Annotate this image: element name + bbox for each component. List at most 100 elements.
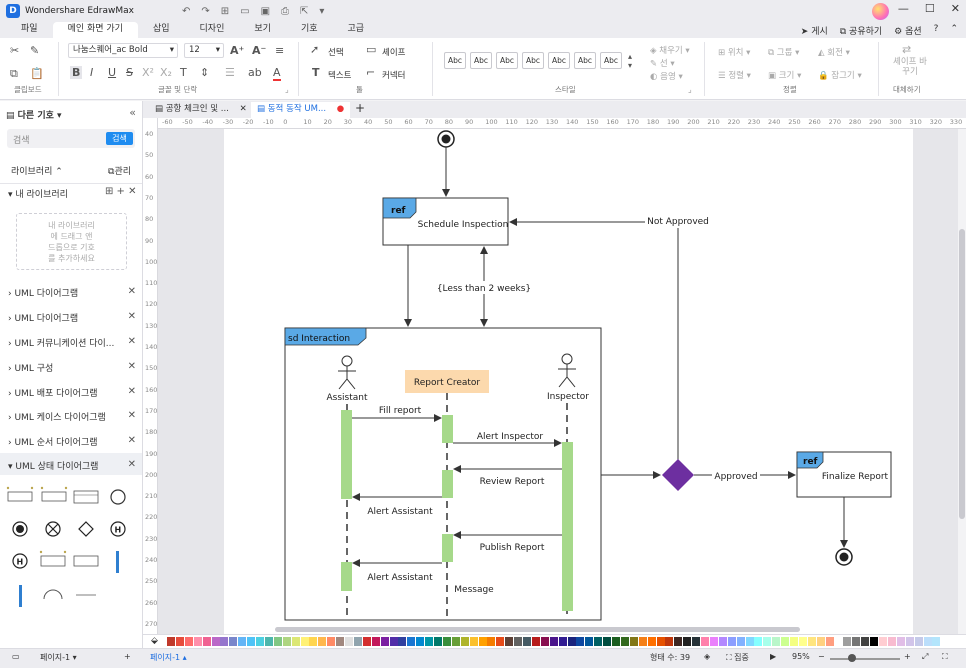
color-swatch[interactable] — [656, 637, 665, 646]
page-view-icon[interactable]: ▭ — [12, 652, 20, 661]
close-icon[interactable]: ✕ — [127, 435, 136, 446]
color-swatch[interactable] — [620, 637, 629, 646]
color-swatch[interactable] — [594, 637, 603, 646]
color-swatch[interactable] — [167, 637, 175, 646]
color-swatch[interactable] — [300, 637, 309, 646]
color-swatch[interactable] — [852, 637, 861, 646]
color-swatch[interactable] — [861, 637, 870, 646]
my-library-header[interactable]: ▾ 내 라이브러리 — [8, 190, 68, 200]
new-icon[interactable]: ⊞ — [220, 5, 230, 17]
color-swatch[interactable] — [362, 637, 371, 646]
shrink-font-icon[interactable]: A⁻ — [252, 44, 267, 57]
color-swatch[interactable] — [790, 637, 798, 646]
color-swatch[interactable] — [345, 637, 353, 646]
library-search-input[interactable]: 검색 검색 — [7, 129, 135, 148]
shape-state-note[interactable] — [73, 555, 99, 567]
close-icon[interactable]: ✕ — [239, 104, 247, 114]
color-swatch[interactable] — [567, 637, 576, 646]
color-swatch[interactable] — [451, 637, 460, 646]
color-swatch[interactable] — [629, 637, 638, 646]
horizontal-scroll-thumb[interactable] — [275, 627, 800, 632]
color-swatch[interactable] — [932, 637, 941, 646]
align-text-icon[interactable]: ≡ — [275, 44, 285, 57]
tab-design[interactable]: 디자인 — [199, 24, 225, 34]
text-tool[interactable]: 텍스트 — [328, 71, 352, 81]
collapse-panel-icon[interactable]: « — [129, 106, 136, 119]
color-swatch[interactable] — [870, 637, 879, 646]
library-dropzone[interactable]: 내 라이브러리 에 드래그 앤 드롭으로 기호 를 추가하세요 — [16, 213, 127, 270]
color-swatch[interactable] — [816, 637, 825, 646]
shape-tool[interactable]: 셰이프 — [382, 48, 406, 58]
color-swatch[interactable] — [531, 637, 540, 646]
tab-home[interactable]: 메인 화면 가기 — [52, 22, 138, 38]
color-swatch[interactable] — [247, 637, 256, 646]
shape-join-vertical[interactable] — [19, 585, 22, 607]
color-swatch[interactable] — [781, 637, 790, 646]
style-preset-3[interactable]: Abc — [496, 52, 518, 69]
shape-rect-icon[interactable]: ▭ — [366, 43, 377, 56]
chevron-up-icon[interactable]: ⌃ — [55, 167, 63, 177]
color-swatch[interactable] — [709, 637, 718, 646]
group-button[interactable]: ⧉ 그룹 ▾ — [768, 48, 800, 58]
zoom-slider-thumb[interactable] — [848, 654, 856, 662]
replace-shape-icon[interactable]: ⇄ — [902, 43, 912, 56]
focus-mode-button[interactable]: ⛶ 집중 — [726, 653, 749, 662]
cut-icon[interactable]: ✂ — [10, 44, 20, 57]
connector-tool[interactable]: 커넥터 — [382, 71, 406, 81]
format-painter-icon[interactable]: ✎ — [30, 44, 40, 57]
color-swatch[interactable] — [914, 637, 923, 646]
tab-advanced[interactable]: 고급 — [347, 24, 365, 34]
color-swatch[interactable] — [264, 637, 273, 646]
page-selector[interactable]: 페이지-1 ▾ — [40, 653, 77, 662]
text-case-icon[interactable]: ab — [248, 66, 262, 79]
shape-terminate[interactable] — [45, 521, 61, 537]
minimize-icon[interactable]: — — [897, 2, 909, 15]
color-swatch[interactable] — [843, 637, 852, 646]
color-swatch[interactable] — [478, 637, 487, 646]
zoom-level[interactable]: 95% — [792, 652, 810, 661]
color-swatch[interactable] — [772, 637, 781, 646]
library-uml-state[interactable]: ▾ UML 상태 다이어그램✕ — [8, 459, 136, 472]
add-tab-button[interactable]: + — [355, 101, 366, 115]
more-icon[interactable]: ▾ — [319, 5, 325, 17]
dialog-launcher-icon[interactable]: ⌟ — [688, 85, 692, 94]
open-icon[interactable]: ▭ — [240, 5, 250, 17]
style-preset-2[interactable]: Abc — [470, 52, 492, 69]
color-swatch[interactable] — [879, 637, 887, 646]
play-icon[interactable]: ▶ — [770, 652, 777, 661]
color-swatch[interactable] — [416, 637, 425, 646]
color-swatch[interactable] — [763, 637, 772, 646]
redo-icon[interactable]: ↷ — [201, 5, 210, 17]
color-swatch[interactable] — [585, 637, 594, 646]
color-swatch[interactable] — [202, 637, 211, 646]
grow-font-icon[interactable]: A⁺ — [230, 44, 245, 57]
library-uml-use-case[interactable]: › UML 케이스 다이어그램✕ — [8, 410, 136, 423]
color-swatch[interactable] — [389, 637, 398, 646]
color-swatch[interactable] — [896, 637, 905, 646]
color-swatch[interactable] — [273, 637, 282, 646]
color-swatch[interactable] — [798, 637, 807, 646]
color-swatch[interactable] — [442, 637, 451, 646]
shape-state-simple[interactable] — [6, 486, 34, 502]
color-swatch[interactable] — [425, 637, 434, 646]
add-page-button[interactable]: + — [124, 652, 131, 661]
color-swatch[interactable] — [469, 637, 478, 646]
options-button[interactable]: ⚙ 옵션 — [894, 27, 922, 37]
text-tool-icon[interactable]: T — [312, 66, 320, 79]
color-swatch[interactable] — [754, 637, 763, 646]
color-swatch[interactable] — [745, 637, 754, 646]
page-tab[interactable]: 페이지-1 ▴ — [150, 653, 187, 662]
fill-bucket-icon[interactable]: ⬙ — [151, 636, 158, 646]
select-pointer-icon[interactable]: ➚ — [310, 43, 320, 56]
library-uml-diagram-2[interactable]: › UML 다이어그램✕ — [8, 311, 136, 324]
color-swatch[interactable] — [505, 637, 514, 646]
library-uml-sequence[interactable]: › UML 순서 다이어그램✕ — [8, 435, 136, 448]
tab-insert[interactable]: 삽입 — [152, 24, 170, 34]
color-swatch[interactable] — [514, 637, 523, 646]
color-swatch[interactable] — [282, 637, 291, 646]
clear-format-icon[interactable]: T — [180, 66, 187, 79]
color-swatch[interactable] — [291, 637, 300, 646]
color-swatch[interactable] — [238, 637, 247, 646]
color-swatch[interactable] — [229, 637, 238, 646]
library-uml-diagram-1[interactable]: › UML 다이어그램✕ — [8, 286, 136, 299]
